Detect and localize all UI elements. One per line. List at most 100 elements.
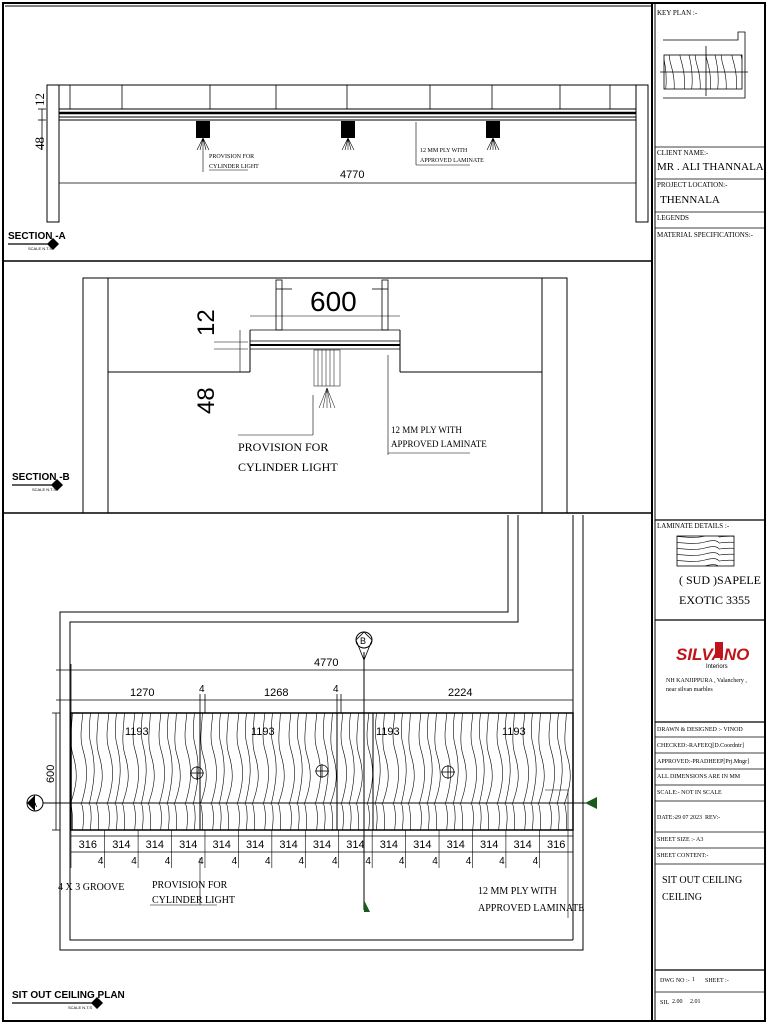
section-a-marker-icon — [47, 238, 59, 250]
plan-bottom-four: 4 — [432, 856, 438, 867]
plan-bottom-dim: 314 — [513, 839, 531, 851]
company-name: SILVANO — [676, 645, 749, 664]
plan-segment: 1270 — [130, 687, 154, 699]
plan-bottom-four: 4 — [365, 856, 371, 867]
plan-bottom-four: 4 — [131, 856, 137, 867]
plan-bottom-four: 4 — [265, 856, 271, 867]
checked-by: CHECKED:-RAFEEQ[D.Coordntr] — [657, 743, 744, 749]
date-value: 29 07 2023 — [675, 815, 702, 821]
plan-bottom-dim: 314 — [480, 839, 498, 851]
sheet-content-1: SIT OUT CEILING — [662, 875, 743, 886]
plan-bottom-ticks — [70, 830, 574, 868]
section-a-title: SECTION -A — [8, 231, 66, 242]
company-address-1: NH KANJIPPURA , Valanchery , — [666, 678, 747, 684]
plan-bottom-dim: 314 — [313, 839, 331, 851]
plan-bottom-four: 4 — [165, 856, 171, 867]
section-b-title-group: SECTION -B SCALE N.T.S — [12, 472, 70, 492]
section-marker-a: A — [26, 794, 597, 812]
client-label: CLIENT NAME:- — [657, 149, 709, 157]
plan-bottom-four: 4 — [533, 856, 539, 867]
plan-bottom-dim: 316 — [547, 839, 565, 851]
section-b-dim-600: 600 — [310, 286, 357, 317]
section-b-note-ply-1: 12 MM PLY WITH — [391, 425, 462, 435]
dwg-no-value: 1 — [692, 977, 695, 983]
sheet-size: SHEET SIZE :- A3 — [657, 837, 704, 843]
cylinder-light-icon — [441, 765, 455, 779]
key-plan-label: KEY PLAN :- — [657, 9, 698, 17]
section-a-note-light-1: PROVISION FOR — [209, 154, 254, 160]
plan-bottom-dim: 314 — [380, 839, 398, 851]
section-a-dim-4770: 4770 — [340, 169, 364, 181]
plan-bottom-four: 4 — [499, 856, 505, 867]
cylinder-light-icon — [315, 764, 329, 778]
section-b-scale: SCALE N.T.S — [32, 487, 56, 492]
plan-panel: 1193 — [251, 726, 275, 738]
section-b-marker-icon — [51, 479, 63, 491]
plan-segment: 4 — [333, 684, 339, 695]
sheet-content-label: SHEET CONTENT:- — [657, 853, 709, 859]
plan-bottom-dim: 314 — [213, 839, 231, 851]
revision-label: REV:- — [705, 815, 721, 821]
plan-bottom-four: 4 — [466, 856, 472, 867]
dwg-no-label: DWG NO :- — [660, 978, 690, 984]
company-logo: SILVANO Interiors — [676, 642, 749, 670]
sheet-content-2: CEILING — [662, 892, 702, 903]
section-marker-b-label: B — [360, 636, 366, 646]
location-value: THENNALA — [660, 194, 720, 206]
laminate-label: LAMINATE DETAILS :- — [657, 522, 730, 530]
section-a-title-group: SECTION -A SCALE N.T.S — [8, 231, 66, 251]
section-a-dim-48: 48 — [32, 137, 47, 150]
sheet-label: SHEET :- — [705, 978, 729, 984]
sil-value-1: 2.00 — [672, 999, 683, 1005]
laminate-value-2: EXOTIC 3355 — [679, 593, 750, 607]
plan-panel: 1193 — [502, 726, 526, 738]
title-block-lines — [655, 146, 765, 993]
section-a-note-ply-2: APPROVED LAMINATE — [420, 158, 484, 164]
plan-height-dim: 600 — [45, 765, 57, 783]
plan-bottom-dim: 314 — [179, 839, 197, 851]
approved-by: APPROVED:-PRADHEEP[Prj.Mngr] — [657, 759, 750, 765]
section-marker-a-arrow-icon — [585, 797, 597, 809]
client-value: MR . ALI THANNALA — [657, 161, 764, 173]
plan-note-light-1: PROVISION FOR — [152, 880, 228, 891]
plan-bottom-dim: 314 — [346, 839, 364, 851]
plan-bottom-four: 4 — [98, 856, 104, 867]
dimensions-note: ALL DIMENSIONS ARE IN MM — [657, 774, 741, 780]
section-a-scale: SCALE N.T.S — [28, 246, 52, 251]
plan-note-ply-1: 12 MM PLY WITH — [478, 886, 557, 897]
plan-scale: SCALE N.T.S — [68, 1005, 92, 1010]
logo-mark-icon — [715, 642, 723, 658]
key-plan-thumbnail — [660, 31, 748, 99]
cylinder-light-icon — [190, 766, 204, 780]
section-a-dim-12: 12 — [32, 93, 47, 106]
plan-note-ply-2: APPROVED LAMINATE — [478, 903, 584, 914]
plan-bottom-dim: 314 — [112, 839, 130, 851]
plan-bottom-dim: 316 — [79, 839, 97, 851]
plan-groove-note: 4 X 3 GROOVE — [58, 882, 124, 893]
plan-dim-overall: 4770 — [314, 657, 338, 669]
section-marker-b: B — [355, 631, 373, 912]
laminate-value-1: ( SUD )SAPELE — [679, 573, 762, 587]
section-a-drawing — [5, 5, 652, 223]
plan-segment: 4 — [199, 684, 205, 695]
plan-bottom-dim: 314 — [447, 839, 465, 851]
date-label: DATE:- — [657, 815, 676, 821]
plan-panel: 1193 — [125, 726, 149, 738]
section-b-drawing — [82, 277, 568, 514]
section-b-note-ply-2: APPROVED LAMINATE — [391, 439, 487, 449]
plan-bottom-dim: 314 — [413, 839, 431, 851]
plan-marker-icon — [91, 997, 103, 1009]
plan-bottom-four: 4 — [298, 856, 304, 867]
section-marker-b-arrow-icon — [364, 900, 370, 912]
scale-note: SCALE:- NOT IN SCALE — [657, 790, 722, 796]
section-a-note-ply-1: 12 MM PLY WITH — [420, 148, 468, 154]
section-marker-a-label: A — [31, 799, 37, 809]
legends-label: LEGENDS — [657, 214, 689, 222]
section-b-dim-48: 48 — [193, 387, 220, 414]
plan-note-light-2: CYLINDER LIGHT — [152, 895, 235, 906]
section-a-note-light-2: CYLINDER LIGHT — [209, 164, 259, 170]
company-sub: Interiors — [706, 664, 728, 670]
